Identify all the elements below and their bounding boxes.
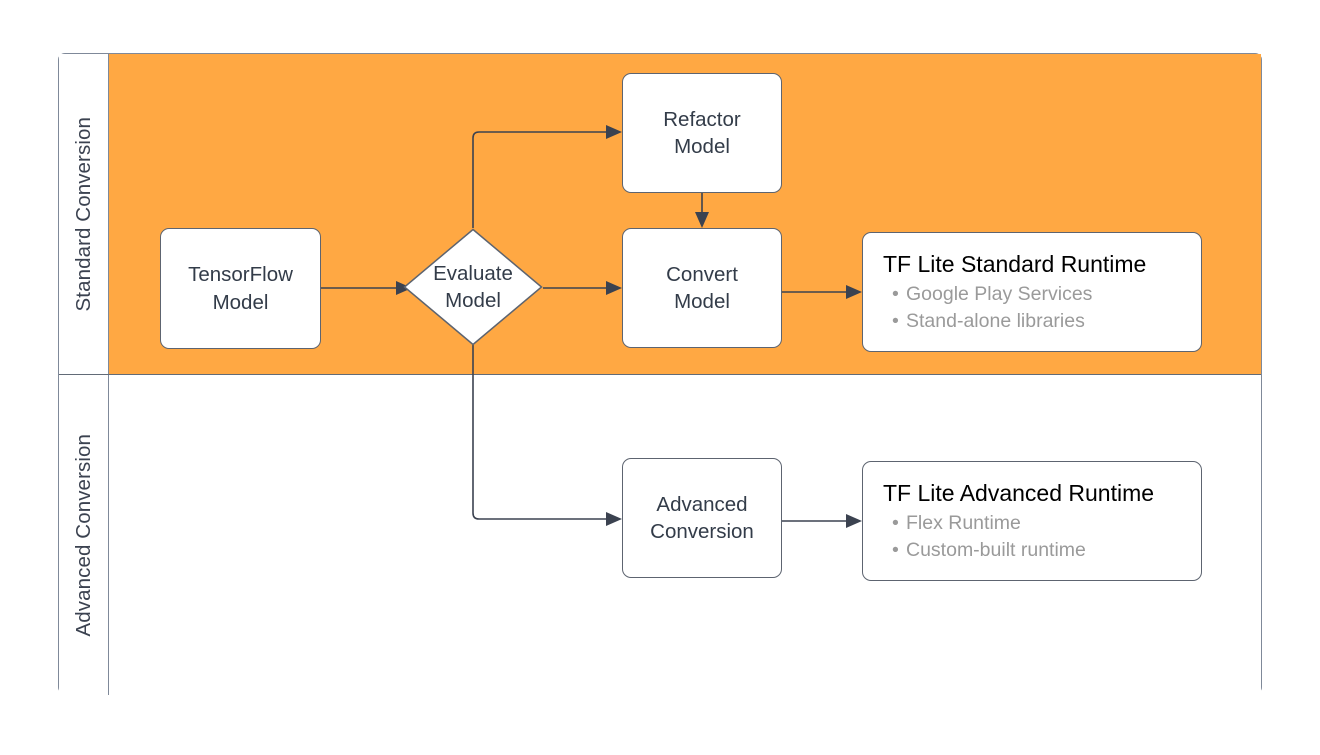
- standard-runtime-bullets: Google Play Services Stand-alone librari…: [883, 281, 1092, 336]
- diamond-shape: [403, 228, 543, 346]
- node-advanced-runtime[interactable]: TF Lite Advanced Runtime Flex Runtime Cu…: [862, 461, 1202, 581]
- node-refactor-model-line1: Refactor: [663, 107, 741, 131]
- lane-label-standard: Standard Conversion: [71, 116, 95, 312]
- list-item: Custom-built runtime: [892, 537, 1086, 564]
- list-item: Stand-alone libraries: [892, 308, 1092, 335]
- node-advanced-conversion-line1: Advanced: [656, 492, 748, 516]
- node-convert-model-line1: Convert: [666, 262, 738, 286]
- node-advanced-conversion-line2: Conversion: [650, 520, 754, 543]
- lane-header-advanced: Advanced Conversion: [59, 375, 109, 695]
- node-refactor-model-line2: Model: [674, 135, 730, 158]
- node-convert-model-line2: Model: [674, 290, 730, 313]
- node-convert-model[interactable]: Convert Model: [622, 228, 782, 348]
- advanced-runtime-bullets: Flex Runtime Custom-built runtime: [883, 510, 1086, 565]
- list-item: Flex Runtime: [892, 510, 1086, 537]
- node-refactor-model[interactable]: Refactor Model: [622, 73, 782, 193]
- lane-header-standard: Standard Conversion: [59, 54, 109, 374]
- lane-label-advanced: Advanced Conversion: [71, 433, 95, 637]
- node-advanced-conversion[interactable]: Advanced Conversion: [622, 458, 782, 578]
- advanced-runtime-title: TF Lite Advanced Runtime: [883, 479, 1155, 506]
- node-standard-runtime[interactable]: TF Lite Standard Runtime Google Play Ser…: [862, 232, 1202, 352]
- list-item: Google Play Services: [892, 281, 1092, 308]
- node-tensorflow-model[interactable]: TensorFlow Model: [160, 228, 321, 349]
- node-evaluate-model[interactable]: Evaluate Model: [403, 228, 543, 346]
- node-tensorflow-model-line1: TensorFlow: [188, 263, 293, 287]
- standard-runtime-title: TF Lite Standard Runtime: [883, 250, 1147, 277]
- node-tensorflow-model-line2: Model: [212, 290, 269, 314]
